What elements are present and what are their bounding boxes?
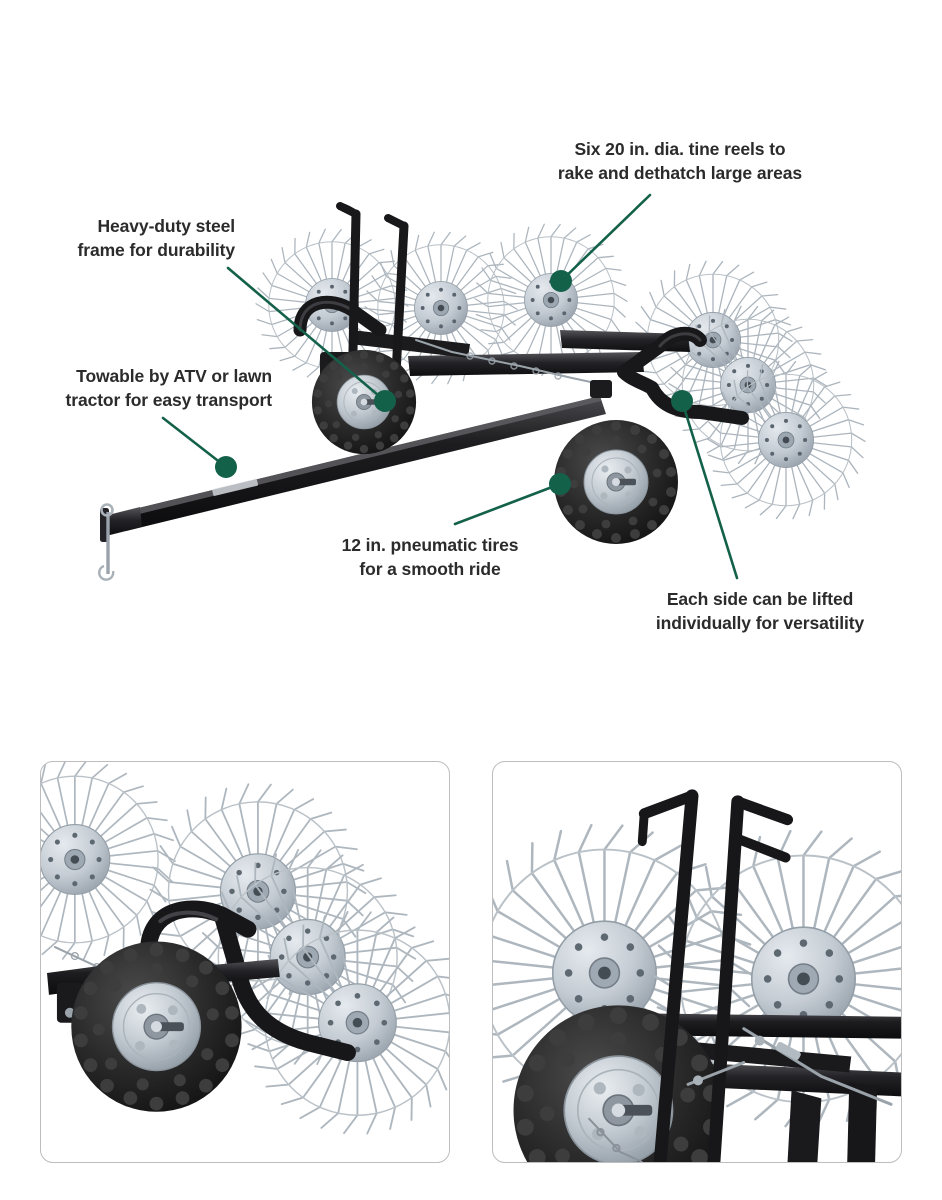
inset-right-illustration: [493, 789, 901, 1162]
chain-linkage: [415, 339, 601, 385]
callout-text-towable: Towable by ATV or lawn tractor for easy …: [65, 366, 273, 410]
pneumatic-tire-left: [311, 349, 417, 455]
pneumatic-tire: [70, 940, 243, 1113]
inset-left-illustration: [41, 762, 449, 1162]
inset-photo-lift-levers: [492, 761, 902, 1163]
chain: [587, 1117, 643, 1162]
hero-product-image: Six 20 in. dia. tine reels to rake and d…: [65, 139, 942, 633]
callout-text-tine-reels: Six 20 in. dia. tine reels to rake and d…: [557, 139, 803, 183]
callout-text-pneumatic-tires: 12 in. pneumatic tires for a smooth ride: [341, 535, 519, 579]
pneumatic-tire-right: [553, 419, 679, 545]
lift-lever-group: [637, 789, 794, 1162]
callout-text-steel-frame: Heavy-duty steel frame for durability: [77, 216, 236, 260]
inset-photo-lift-arm: [40, 761, 450, 1163]
linkage-hardware: [686, 1027, 893, 1106]
callout-text-each-side-lifted: Each side can be lifted individually for…: [655, 589, 865, 633]
brand-decal-icon: [212, 479, 259, 496]
